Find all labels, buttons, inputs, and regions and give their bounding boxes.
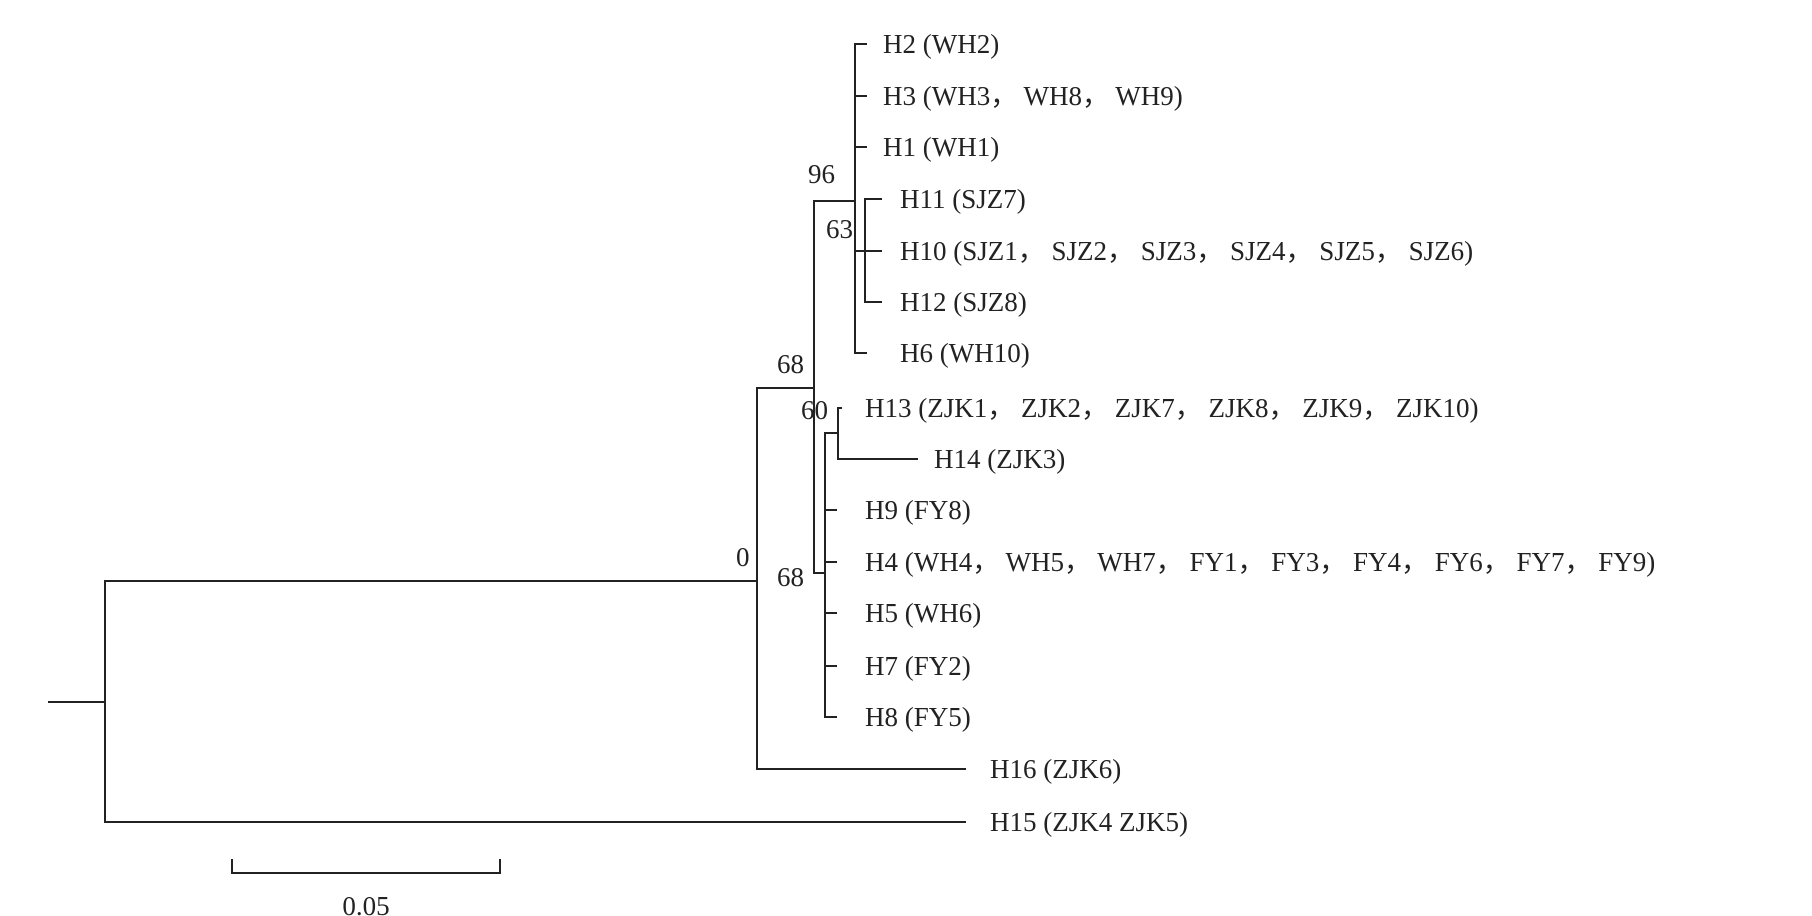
- bootstrap-68-upper: 68: [777, 349, 804, 379]
- leaf-labels: H2 (WH2) H3 (WH3， WH8， WH9) H1 (WH1) H11…: [865, 29, 1655, 837]
- bootstrap-68-lower: 68: [777, 562, 804, 592]
- branches: [48, 43, 966, 823]
- leaf-h13: H13 (ZJK1， ZJK2， ZJK7， ZJK8， ZJK9， ZJK10…: [865, 393, 1478, 423]
- bootstrap-0: 0: [736, 542, 750, 572]
- bootstrap-60: 60: [801, 395, 828, 425]
- leaf-h16: H16 (ZJK6): [990, 754, 1121, 784]
- leaf-h2: H2 (WH2): [883, 29, 999, 59]
- leaf-h3: H3 (WH3， WH8， WH9): [883, 81, 1183, 111]
- scale-bar-label: 0.05: [342, 891, 389, 916]
- leaf-h14: H14 (ZJK3): [934, 444, 1065, 474]
- leaf-h12: H12 (SJZ8): [900, 287, 1027, 317]
- bootstrap-labels: 96 63 68 60 0 68: [736, 159, 853, 592]
- leaf-h5: H5 (WH6): [865, 598, 981, 628]
- leaf-h11: H11 (SJZ7): [900, 184, 1026, 214]
- leaf-h15: H15 (ZJK4 ZJK5): [990, 807, 1188, 837]
- leaf-h1: H1 (WH1): [883, 132, 999, 162]
- leaf-h4: H4 (WH4， WH5， WH7， FY1， FY3， FY4， FY6， F…: [865, 547, 1655, 577]
- leaf-h7: H7 (FY2): [865, 651, 971, 681]
- bootstrap-63: 63: [826, 214, 853, 244]
- leaf-h9: H9 (FY8): [865, 495, 971, 525]
- leaf-h8: H8 (FY5): [865, 702, 971, 732]
- leaf-h10: H10 (SJZ1， SJZ2， SJZ3， SJZ4， SJZ5， SJZ6): [900, 236, 1473, 266]
- bootstrap-96: 96: [808, 159, 835, 189]
- scale-bar: 0.05: [231, 859, 501, 916]
- leaf-h6: H6 (WH10): [900, 338, 1030, 368]
